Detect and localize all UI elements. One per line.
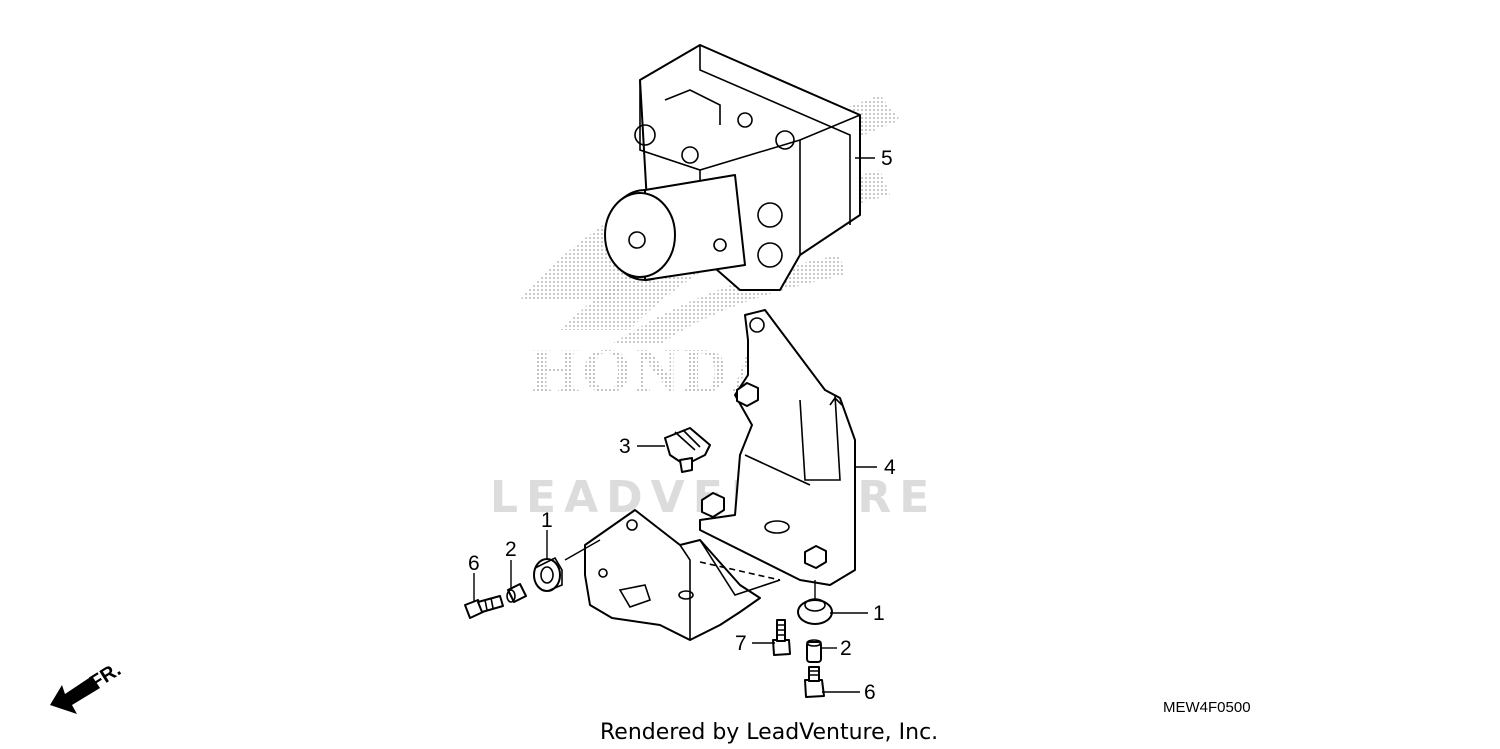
callout-6-right: 6: [864, 681, 876, 704]
sub-bracket: [584, 509, 781, 641]
callout-5: 3: [619, 435, 631, 458]
front-direction-arrow-icon: [50, 676, 100, 714]
abs-modulator-part-3: [604, 44, 861, 291]
callout-1-left: 1: [541, 509, 553, 532]
rubber-mount-part-1-left: [533, 556, 563, 592]
collar-part-2-right: [806, 639, 822, 663]
callout-2-left: 2: [505, 538, 517, 561]
bracket-part-4: [699, 309, 856, 586]
bolt-part-6-right: [804, 666, 825, 698]
callout-3: 5: [881, 147, 893, 170]
collar-part-2-left: [506, 583, 527, 603]
bolt-part-6-left: [464, 595, 504, 619]
callout-1-right: 1: [873, 602, 885, 625]
footer-credit: Rendered by LeadVenture, Inc.: [600, 720, 938, 745]
callout-7: 7: [735, 632, 747, 655]
callout-4: 4: [884, 456, 896, 479]
leader-lines: [473, 157, 877, 693]
callout-6-left: 6: [468, 552, 480, 575]
clip-part-5: [664, 427, 711, 473]
callout-2-right: 2: [840, 637, 852, 660]
screw-part-7: [772, 619, 791, 656]
rubber-mount-part-1-right: [797, 598, 833, 625]
diagram-code: MEW4F0500: [1163, 699, 1251, 716]
